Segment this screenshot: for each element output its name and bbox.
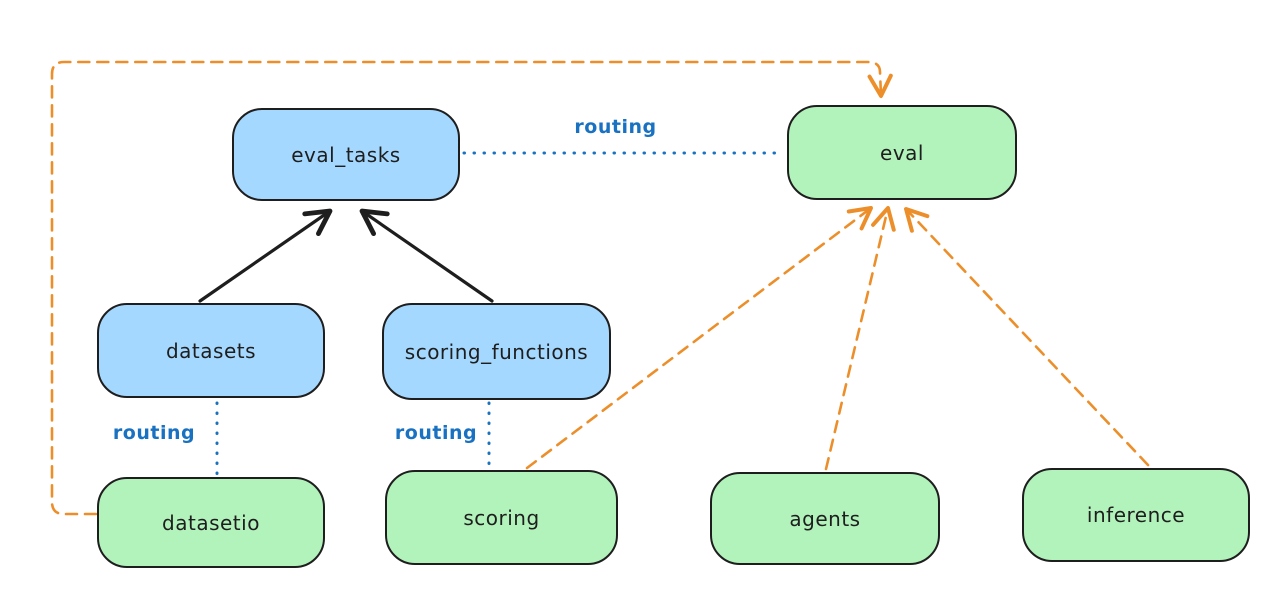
node-scoring: scoring (385, 470, 618, 565)
node-agents: agents (710, 472, 940, 565)
routing-label-datasets-datasetio: routing (112, 422, 196, 444)
node-label: datasetio (162, 510, 260, 535)
edge-agents-to-eval (824, 206, 896, 471)
node-inference: inference (1022, 468, 1250, 562)
node-label: datasets (165, 338, 257, 363)
node-label: inference (1086, 503, 1186, 527)
node-eval: eval (787, 105, 1017, 200)
edge-datasets-to-eval-tasks (198, 208, 333, 303)
node-label: eval (880, 140, 924, 165)
node-label: scoring (463, 505, 540, 530)
edge-scoring-functions-to-eval-tasks (359, 208, 494, 303)
node-label: scoring_functions (404, 339, 589, 364)
node-datasetio: datasetio (97, 477, 325, 568)
routing-label-scoring-functions-scoring: routing (394, 422, 478, 444)
node-eval-tasks: eval_tasks (232, 108, 460, 201)
node-scoring-functions: scoring_functions (382, 303, 611, 400)
node-datasets: datasets (97, 303, 325, 398)
edge-datasetio-to-eval (50, 60, 893, 516)
edge-inference-to-eval (904, 207, 1150, 467)
routing-label-eval-tasks-eval: routing (574, 116, 657, 138)
node-label: eval_tasks (291, 142, 401, 167)
node-label: agents (789, 506, 861, 531)
